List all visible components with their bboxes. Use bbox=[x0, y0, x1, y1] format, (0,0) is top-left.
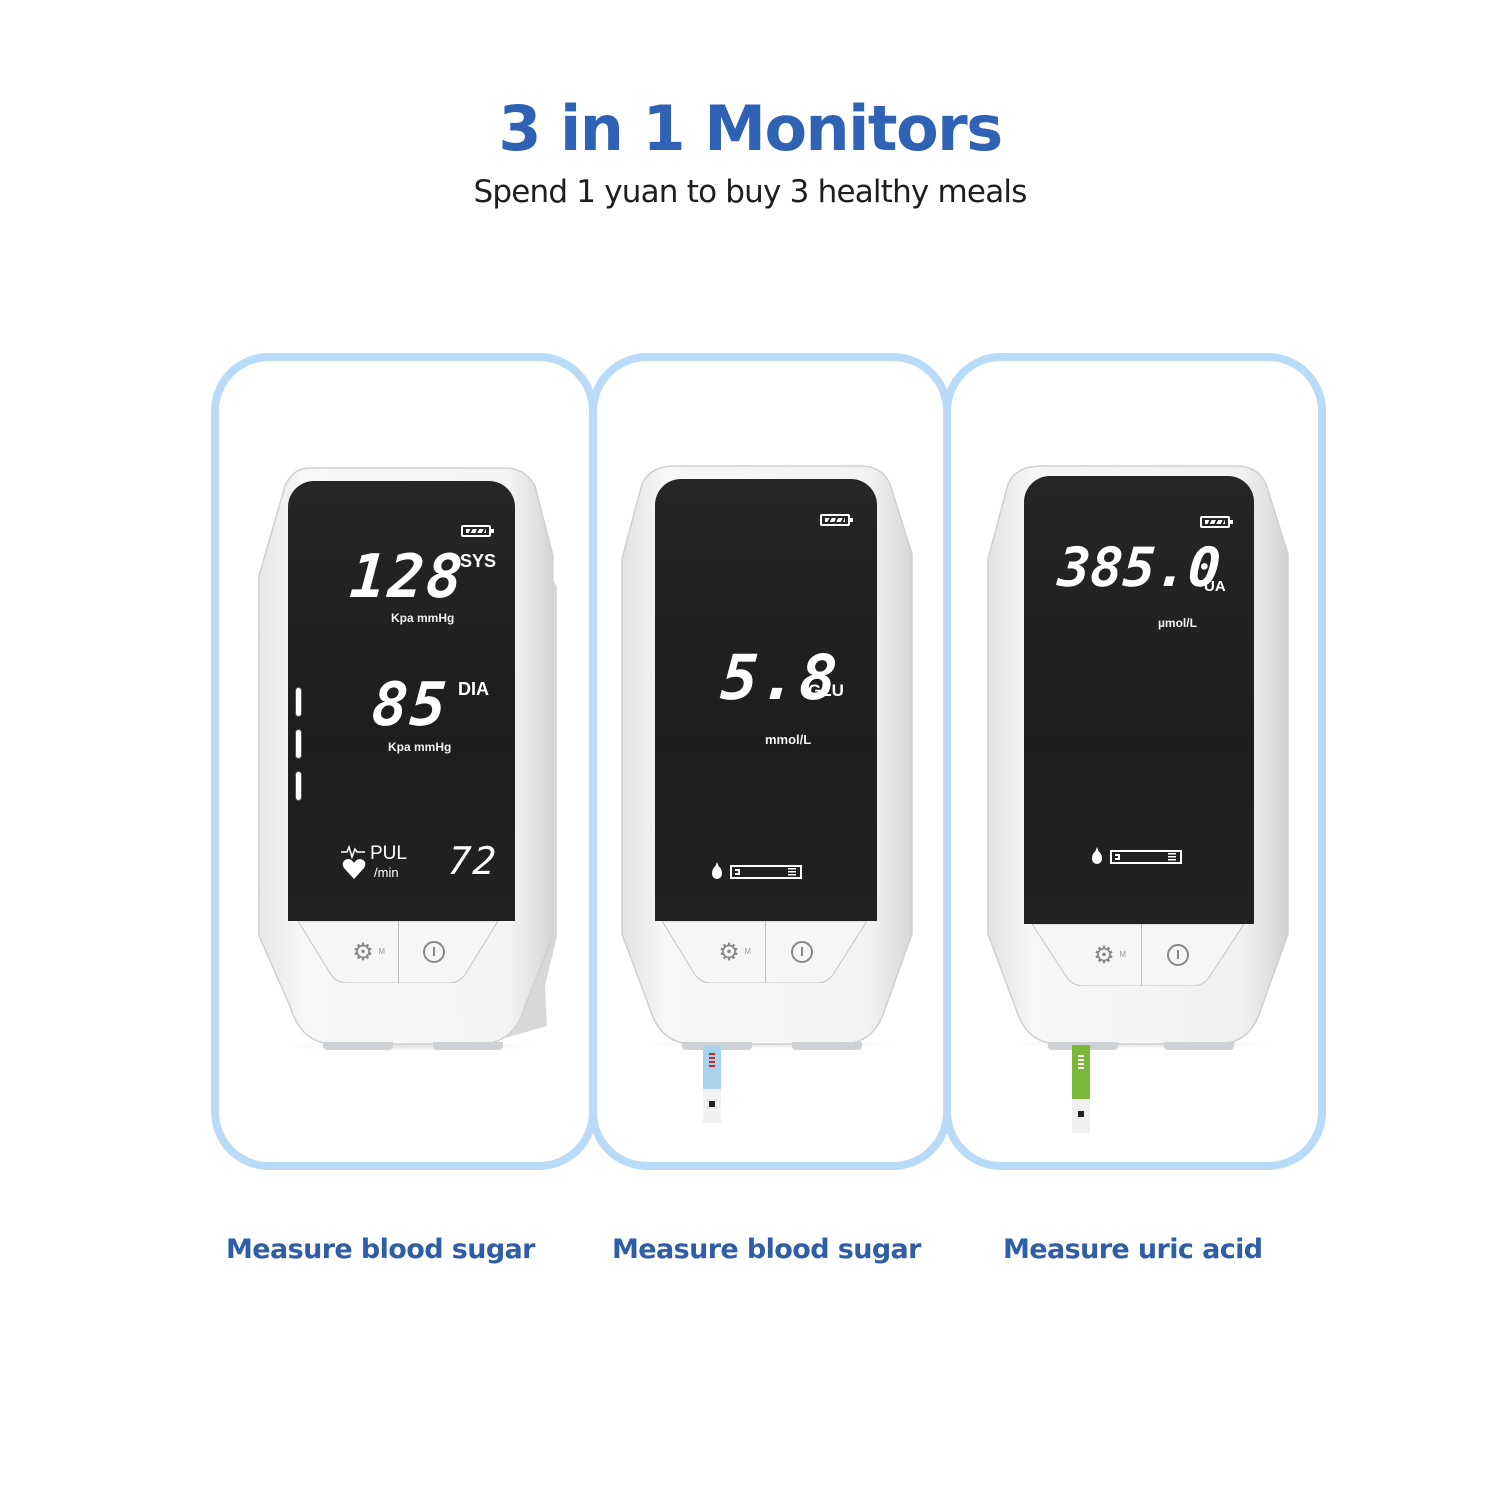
diastolic-unit: Kpa mmHg bbox=[388, 740, 452, 754]
uric-acid-test-strip bbox=[1072, 1045, 1090, 1133]
blood-drop-icon bbox=[1092, 846, 1102, 864]
caption-uric-acid: Measure uric acid bbox=[1003, 1234, 1263, 1265]
pulse-unit: /min bbox=[374, 865, 399, 880]
systolic-label: SYS bbox=[460, 551, 497, 571]
device-foot-right bbox=[433, 1042, 503, 1050]
device-screen: 385.0 UA µmol/L bbox=[1024, 476, 1254, 924]
test-strip-icon bbox=[730, 865, 802, 879]
gear-icon: ⚙M bbox=[352, 938, 385, 966]
panel-frame-uric-acid bbox=[943, 353, 1326, 1170]
apply-blood-prompt bbox=[712, 861, 802, 879]
button-panel-shape bbox=[1032, 924, 1244, 986]
power-button[interactable] bbox=[399, 921, 469, 983]
uric-acid-value: 385.0 bbox=[1055, 536, 1223, 599]
settings-mode-button[interactable]: ⚙M bbox=[328, 921, 398, 983]
power-icon bbox=[423, 941, 445, 963]
button-divider bbox=[765, 921, 766, 983]
blood-drop-icon bbox=[712, 861, 722, 879]
glucose-label: GLU bbox=[808, 681, 844, 700]
button-panel: ⚙M bbox=[1032, 924, 1244, 986]
systolic-value: 128 bbox=[347, 542, 467, 612]
glucose-test-strip bbox=[703, 1045, 721, 1123]
glucose-value: 5.8 bbox=[718, 641, 842, 714]
caption-blood-pressure: Measure blood sugar bbox=[226, 1234, 535, 1265]
systolic-unit: Kpa mmHg bbox=[391, 611, 455, 625]
glucose-unit: mmol/L bbox=[765, 732, 812, 747]
glucose-monitor: 5.8 GLU mmol/L ⚙M bbox=[620, 464, 915, 1123]
power-icon bbox=[1167, 944, 1189, 966]
button-panel: ⚙M bbox=[662, 921, 867, 983]
pulse-value: 72 bbox=[446, 839, 500, 883]
blood-pressure-monitor: 128 SYS Kpa mmHg 85 DIA Kpa mmHg PUL /mi… bbox=[255, 466, 560, 1056]
button-divider bbox=[398, 921, 399, 983]
power-button[interactable] bbox=[766, 921, 838, 983]
settings-mode-button[interactable]: ⚙M bbox=[1068, 924, 1140, 986]
button-divider bbox=[1141, 924, 1142, 986]
gear-icon: ⚙M bbox=[1093, 941, 1126, 969]
diastolic-value: 85 bbox=[369, 670, 451, 740]
power-button[interactable] bbox=[1142, 924, 1214, 986]
power-icon bbox=[791, 941, 813, 963]
button-panel-shape bbox=[662, 921, 867, 983]
uric-acid-label: UA bbox=[1204, 578, 1226, 595]
diastolic-label: DIA bbox=[458, 679, 489, 699]
caption-blood-sugar: Measure blood sugar bbox=[612, 1234, 921, 1265]
apply-blood-prompt bbox=[1092, 846, 1182, 864]
battery-full-icon bbox=[1200, 516, 1233, 528]
device-foot-right bbox=[1164, 1042, 1234, 1050]
heart-pulse-icon bbox=[341, 845, 366, 879]
device-foot-right bbox=[792, 1042, 862, 1050]
page-subtitle: Spend 1 yuan to buy 3 healthy meals bbox=[473, 174, 1027, 210]
device-screen: 5.8 GLU mmol/L bbox=[655, 479, 877, 921]
uric-acid-monitor: 385.0 UA µmol/L ⚙M bbox=[986, 464, 1291, 1133]
button-panel: ⚙M bbox=[298, 921, 498, 983]
device-foot-left bbox=[323, 1042, 393, 1050]
device-shadow bbox=[285, 1041, 535, 1051]
settings-mode-button[interactable]: ⚙M bbox=[694, 921, 764, 983]
gear-icon: ⚙M bbox=[718, 938, 751, 966]
pulse-label: PUL bbox=[370, 843, 407, 864]
device-screen: 128 SYS Kpa mmHg 85 DIA Kpa mmHg PUL /mi… bbox=[288, 481, 515, 921]
uric-acid-unit: µmol/L bbox=[1158, 616, 1197, 630]
page-title: 3 in 1 Monitors bbox=[498, 92, 1003, 165]
pressure-level-indicator bbox=[296, 688, 301, 814]
test-strip-icon bbox=[1110, 850, 1182, 864]
battery-full-icon bbox=[820, 514, 853, 526]
battery-full-icon bbox=[461, 525, 494, 537]
